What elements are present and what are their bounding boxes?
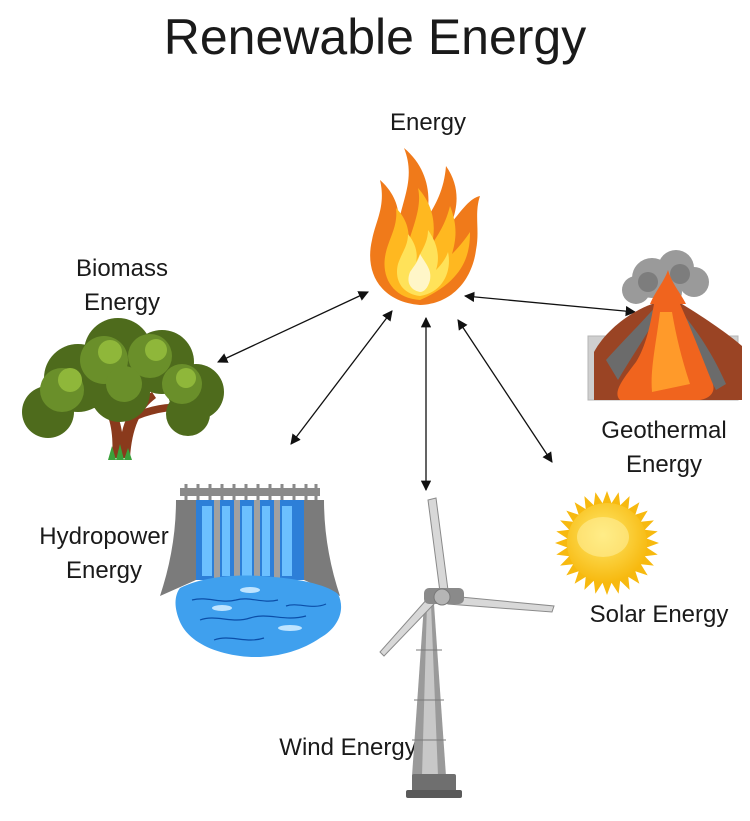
geothermal-label-line-2: Energy bbox=[625, 451, 703, 478]
hydropower-label: Hydropower Energy bbox=[22, 520, 186, 588]
tree-icon bbox=[22, 318, 224, 460]
energy-label: Energy bbox=[389, 109, 467, 136]
biomass-label-line-1: Biomass bbox=[75, 255, 169, 282]
arrow-geothermal bbox=[463, 291, 637, 317]
arrow-solar bbox=[457, 319, 553, 463]
wind-turbine-icon bbox=[379, 497, 555, 798]
biomass-label-line-2: Energy bbox=[83, 289, 161, 316]
arrows bbox=[217, 291, 637, 492]
arrow-hydropower bbox=[290, 310, 393, 445]
hydropower-label-line-2: Energy bbox=[65, 557, 143, 584]
dam-icon bbox=[160, 484, 342, 658]
arrow-biomass bbox=[217, 291, 369, 363]
biomass-label: Biomass Energy bbox=[52, 252, 192, 320]
solar-label: Solar Energy bbox=[589, 601, 729, 628]
wind-label: Wind Energy bbox=[279, 734, 417, 761]
sun-icon bbox=[555, 491, 659, 595]
volcano-icon bbox=[587, 250, 742, 401]
geothermal-label: Geothermal Energy bbox=[586, 414, 742, 482]
geothermal-label-line-1: Geothermal bbox=[601, 417, 727, 444]
page-title: Renewable Energy bbox=[163, 9, 587, 65]
hydropower-label-line-1: Hydropower bbox=[39, 523, 169, 550]
fire-icon bbox=[370, 148, 480, 305]
